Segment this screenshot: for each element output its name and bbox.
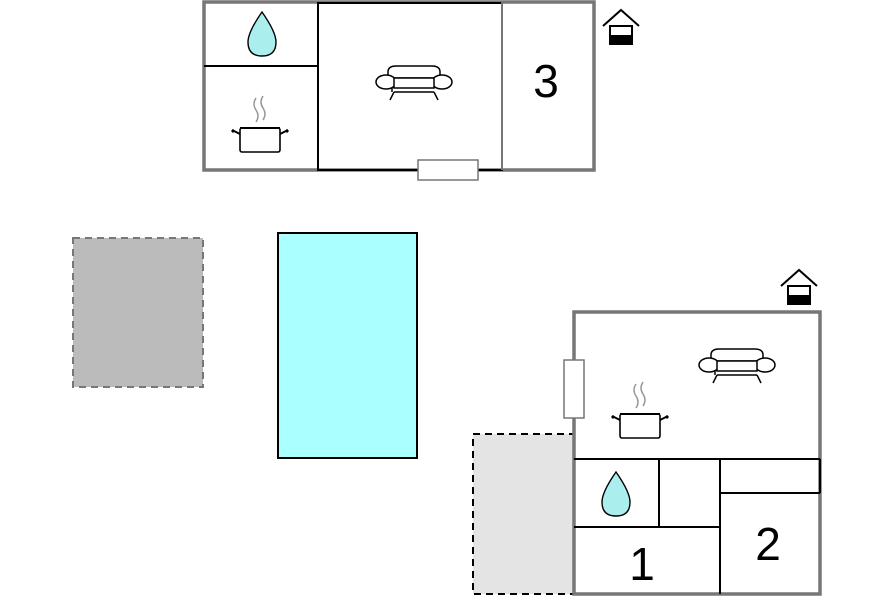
room-label-1: 1 — [629, 538, 655, 590]
terrace-right — [472, 433, 584, 595]
window-icon — [417, 159, 479, 181]
terrace-left — [72, 237, 204, 388]
house-entrance-icon — [602, 9, 640, 45]
building-top: 3 — [202, 0, 640, 181]
room-label-2: 2 — [755, 518, 781, 570]
building-right: 1 2 — [563, 269, 822, 596]
house-entrance-icon — [780, 269, 818, 305]
window-icon — [563, 359, 585, 419]
pool — [277, 232, 418, 459]
building-right-outer-wall — [572, 310, 822, 596]
room-label-3: 3 — [533, 55, 559, 107]
